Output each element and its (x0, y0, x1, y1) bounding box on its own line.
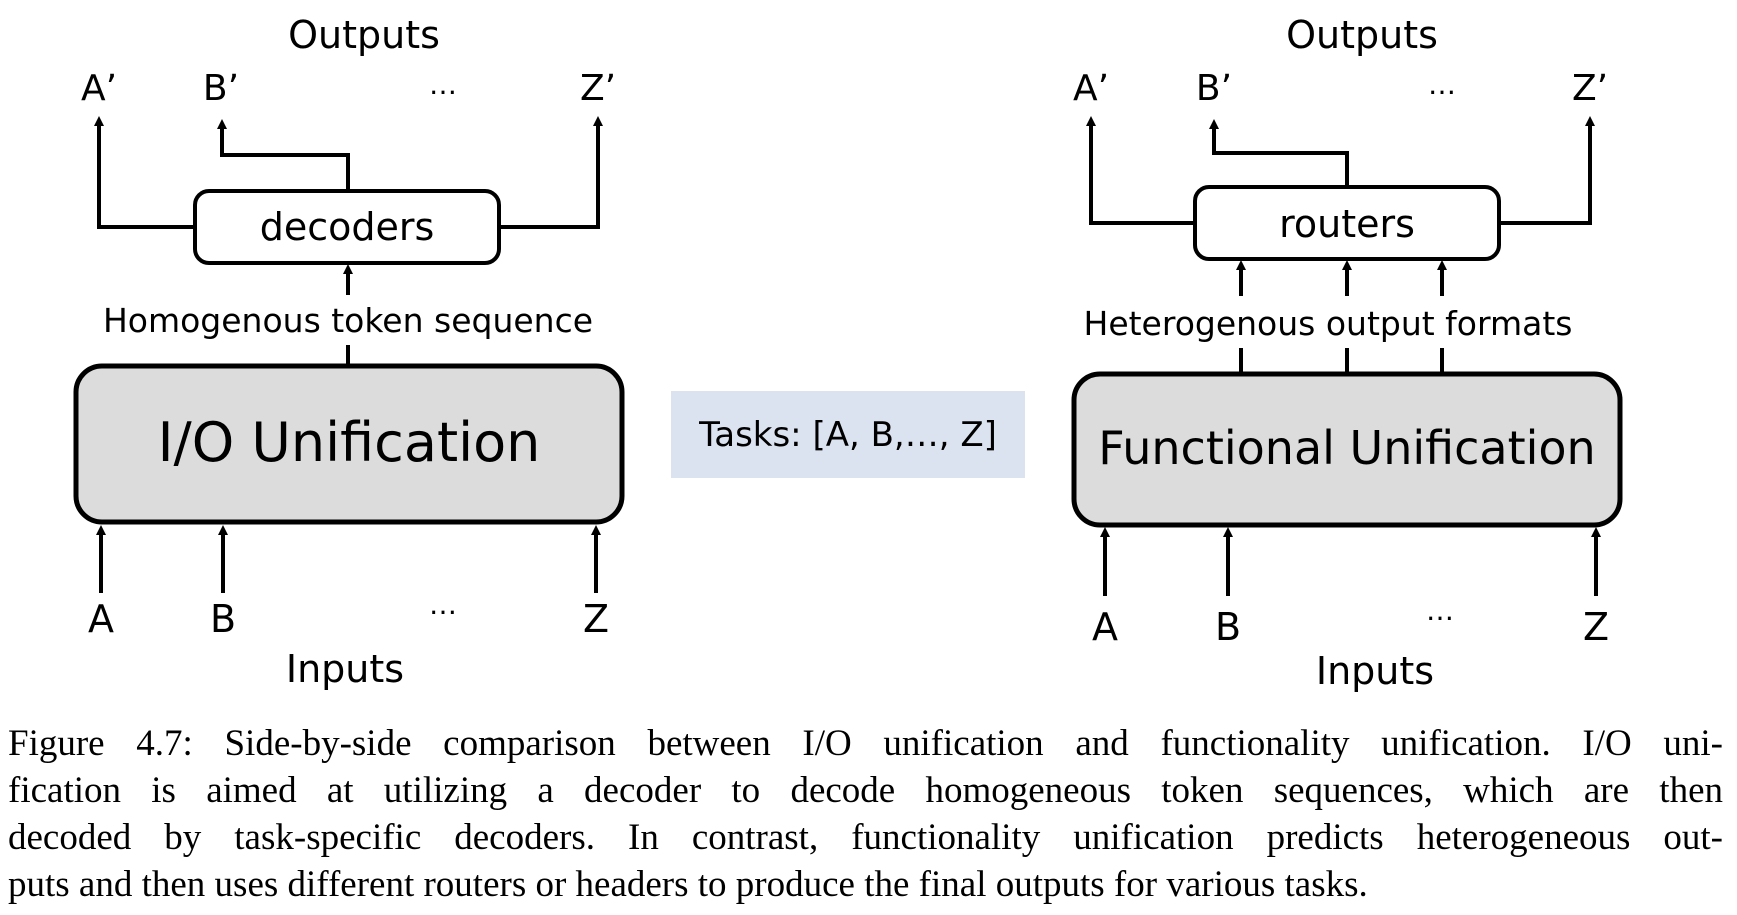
right-stream-label: Heterogenous output formats (1084, 304, 1573, 343)
right-input-a: A (1092, 605, 1118, 649)
functional-unification-label: Functional Unification (1098, 421, 1595, 475)
left-input-ellipsis: … (429, 588, 457, 621)
left-arrow-to-a (94, 116, 194, 229)
right-input-b: B (1215, 605, 1241, 649)
left-input-z: Z (583, 597, 609, 641)
unification-diagram: Outputs A’ B’ … Z’ decoders Homogenous t… (73, 13, 1623, 693)
right-outputs-title: Outputs (1286, 13, 1438, 57)
routers-box (1193, 185, 1501, 261)
routers-label: routers (1279, 202, 1415, 246)
right-panel: Outputs A’ B’ … Z’ routers Heterogenous … (1071, 13, 1623, 693)
right-arrow-to-b (1209, 119, 1349, 187)
right-arrow-to-z (1499, 116, 1595, 225)
tasks-panel: Tasks: [A, B,…, Z] (671, 391, 1025, 478)
functional-unification-box (1071, 371, 1623, 528)
decoders-label: decoders (260, 205, 435, 249)
tasks-label: Tasks: [A, B,…, Z] (698, 415, 997, 455)
figure-caption: Figure 4.7: Side-by-side comparison betw… (8, 720, 1723, 908)
tasks-box (671, 391, 1025, 478)
left-outputs-title: Outputs (288, 13, 440, 57)
left-panel: Outputs A’ B’ … Z’ decoders Homogenous t… (73, 13, 625, 691)
caption-line-4: puts and then uses different routers or … (8, 864, 1368, 905)
decoders-box (193, 189, 501, 265)
io-unification-box (73, 363, 625, 525)
left-inputs-title: Inputs (286, 647, 404, 691)
right-output-z: Z’ (1572, 68, 1608, 109)
left-input-b: B (210, 597, 236, 641)
right-output-ellipsis: … (1428, 68, 1456, 101)
right-output-b: B’ (1196, 68, 1232, 109)
left-output-z: Z’ (580, 68, 616, 109)
left-output-b: B’ (203, 68, 239, 109)
right-inputs-title: Inputs (1316, 649, 1434, 693)
caption-line-1: Figure 4.7: Side-by-side comparison betw… (8, 723, 1723, 764)
left-arrow-to-z (499, 116, 603, 229)
caption-line-3: decoded by task-specific decoders. In co… (8, 817, 1723, 858)
right-input-ellipsis: … (1426, 594, 1454, 627)
caption-line-2: fication is aimed at utilizing a decoder… (8, 770, 1723, 811)
left-arrow-to-b (217, 119, 350, 190)
left-output-ellipsis: … (429, 68, 457, 101)
left-input-a: A (88, 597, 114, 641)
io-unification-label: I/O Unification (158, 411, 541, 474)
right-output-a: A’ (1073, 68, 1109, 109)
left-stream-label: Homogenous token sequence (103, 301, 593, 340)
right-input-z: Z (1583, 605, 1609, 649)
left-output-a: A’ (81, 68, 117, 109)
right-arrow-to-a (1086, 116, 1195, 225)
